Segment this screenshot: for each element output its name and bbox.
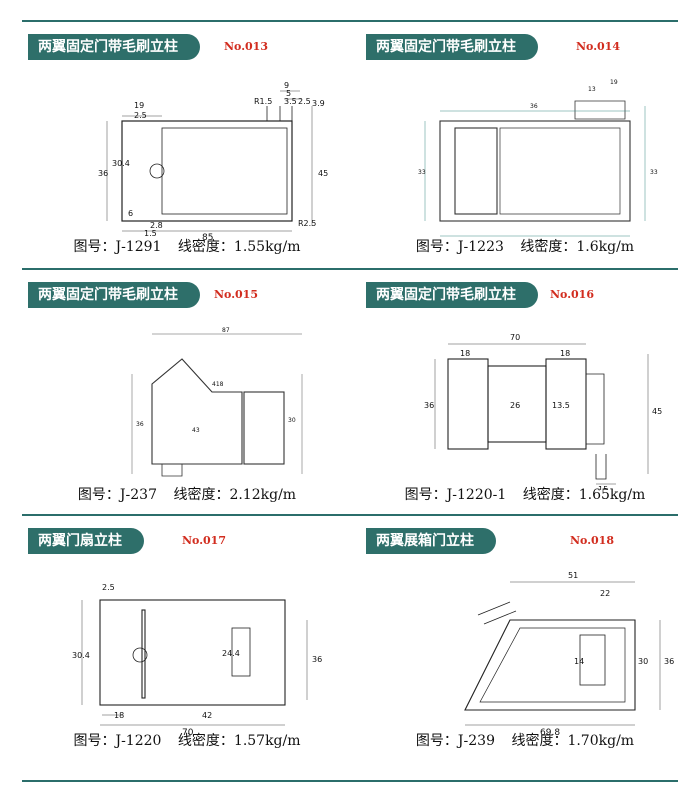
panel-title: 两翼门扇立柱: [28, 528, 144, 554]
profile-drawing: 51 22 14 30 36 69.8: [464, 571, 674, 736]
dim-label: 2.5: [298, 97, 311, 106]
dim-label: 45: [652, 407, 662, 416]
dim-label: 51: [568, 571, 578, 580]
profile-panel-016: 两翼固定门带毛刷立柱 No.016 70 18 18 26 13.5 36 45…: [360, 276, 690, 514]
figure-number: 图号：J-1220: [73, 733, 162, 749]
panel-title: 两翼固定门带毛刷立柱: [28, 34, 200, 60]
profile-drawing: 2.5 30.4 24.4 36 18 42 70: [72, 583, 322, 736]
dim-label: 36: [98, 169, 108, 178]
figure-number: 图号：J-239: [415, 733, 495, 749]
dim-label: 43: [192, 427, 200, 434]
dim-label: 85: [202, 233, 213, 242]
dim-label: 70: [182, 728, 194, 736]
profile-drawing: 19 13 36 33 43 33: [418, 79, 658, 242]
dim-label: 42: [202, 711, 212, 720]
panel-number: No.014: [576, 40, 620, 53]
row-divider: [22, 268, 678, 270]
dim-label: 24.4: [222, 649, 240, 658]
dim-label: 36: [424, 401, 434, 410]
dim-label: 36: [312, 655, 322, 664]
panel-title: 两翼固定门带毛刷立柱: [366, 34, 538, 60]
dim-label: 3.5: [284, 97, 297, 106]
dim-label: R2.5: [298, 219, 316, 228]
dim-label: 418: [212, 381, 224, 388]
dim-label: 36: [664, 657, 674, 666]
dim-label: 6: [128, 209, 133, 218]
dim-label: 30: [638, 657, 648, 666]
profile-caption: 图号：J-1220 线密度：1.57kg/m: [22, 730, 352, 750]
dim-label: 9: [284, 81, 289, 90]
dim-label: 69.8: [540, 728, 560, 736]
panel-number: No.016: [550, 288, 594, 301]
dim-label: 70: [510, 333, 520, 342]
profile-drawing: 9 5 3.5 2.5 R1.5 3.9 19 2.5 30.4 36 6 2.…: [98, 81, 328, 242]
dim-label: 30.4: [112, 159, 130, 168]
figure-number: 图号：J-1223: [415, 239, 504, 255]
profile-panel-018: 两翼展箱门立柱 No.018 51 22 14 30 36 69.8 图号：J-…: [360, 522, 690, 760]
profile-caption: 图号：J-1291 线密度：1.55kg/m: [22, 236, 352, 256]
dim-label: 87: [222, 327, 230, 334]
profile-caption: 图号：J-1220-1 线密度：1.65kg/m: [360, 484, 690, 504]
dim-label: 30: [288, 417, 296, 424]
dim-label: 33: [650, 169, 658, 176]
dim-label: 13.5: [552, 401, 570, 410]
dim-label: 18: [114, 711, 124, 720]
dim-label: 14: [574, 657, 584, 666]
panel-title: 两翼展箱门立柱: [366, 528, 496, 554]
dim-label: 36: [530, 103, 538, 110]
panel-number: No.018: [570, 534, 614, 547]
dim-label: 13: [588, 86, 596, 93]
dim-label: 19: [134, 101, 144, 110]
profile-panel-015: 两翼固定门带毛刷立柱 No.015 87 418 36 43 30 图号：J-2…: [22, 276, 352, 514]
panel-number: No.013: [224, 40, 268, 53]
profile-caption: 图号：J-237 线密度：2.12kg/m: [22, 484, 352, 504]
profile-panel-017: 两翼门扇立柱 No.017 2.5 30.4 24.4 36 18 42 70 …: [22, 522, 352, 760]
profile-drawing: 70 18 18 26 13.5 36 45 15: [424, 333, 662, 490]
dim-label: 5: [286, 89, 291, 98]
panel-number: No.017: [182, 534, 226, 547]
panel-title: 两翼固定门带毛刷立柱: [366, 282, 538, 308]
dim-label: 43: [535, 239, 543, 242]
profile-caption: 图号：J-1223 线密度：1.6kg/m: [360, 236, 690, 256]
profile-panel-013: 两翼固定门带毛刷立柱 No.013 9 5 3.5 2.5 R1.5 3.9 1…: [22, 28, 352, 266]
figure-number: 图号：J-1220-1: [404, 487, 507, 503]
profile-caption: 图号：J-239 线密度：1.70kg/m: [360, 730, 690, 750]
dim-label: R1.5: [254, 97, 272, 106]
panel-title: 两翼固定门带毛刷立柱: [28, 282, 200, 308]
dim-label: 2.5: [102, 583, 115, 592]
dim-label: 15: [598, 485, 608, 490]
dim-label: 18: [560, 349, 570, 358]
dim-label: 19: [610, 79, 618, 86]
profile-panel-014: 两翼固定门带毛刷立柱 No.014 19 13 36 33 43 33 图号：J…: [360, 28, 690, 266]
dim-label: 22: [600, 589, 610, 598]
dim-label: 18: [460, 349, 470, 358]
line-density: 线密度：2.12kg/m: [173, 487, 297, 503]
row-divider: [22, 514, 678, 516]
dim-label: 36: [136, 421, 144, 428]
dim-label: 3.9: [312, 99, 325, 108]
line-density: 线密度：1.70kg/m: [511, 733, 635, 749]
top-rule: [22, 20, 678, 22]
dim-label: 26: [510, 401, 520, 410]
line-density: 线密度：1.6kg/m: [520, 239, 635, 255]
dim-label: 2.5: [134, 111, 147, 120]
dim-label: 33: [418, 169, 426, 176]
figure-number: 图号：J-1291: [73, 239, 162, 255]
figure-number: 图号：J-237: [77, 487, 157, 503]
dim-label: 30.4: [72, 651, 90, 660]
dim-label: 45: [318, 169, 328, 178]
profile-drawing: 87 418 36 43 30: [131, 327, 303, 477]
line-density: 线密度：1.65kg/m: [522, 487, 646, 503]
bottom-rule: [22, 780, 678, 782]
line-density: 线密度：1.57kg/m: [177, 733, 301, 749]
dim-label: 2.8: [150, 221, 163, 230]
panel-number: No.015: [214, 288, 258, 301]
dim-label: 1.5: [144, 229, 157, 238]
line-density: 线密度：1.55kg/m: [177, 239, 301, 255]
